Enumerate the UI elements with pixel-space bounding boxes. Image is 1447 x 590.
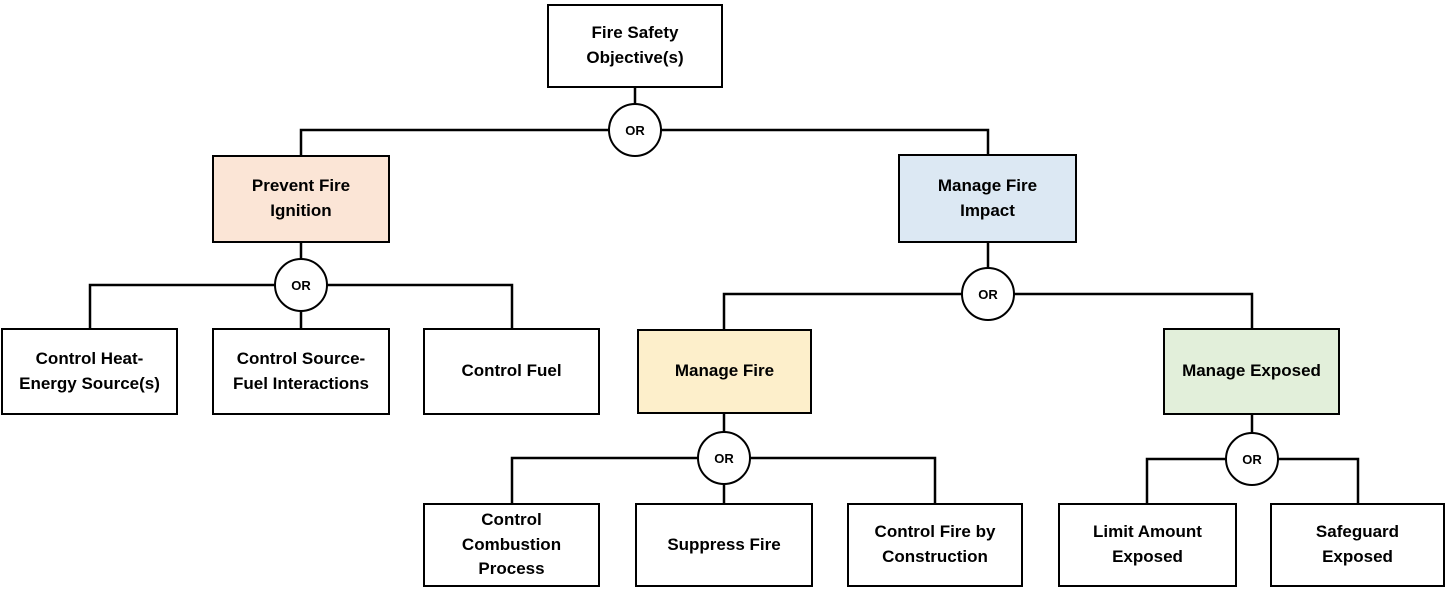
node-label: Control Fire by Construction [874, 522, 996, 566]
node-control-source-fuel-interactions: Control Source- Fuel Interactions [212, 328, 390, 415]
node-control-heat-energy-sources: Control Heat- Energy Source(s) [1, 328, 178, 415]
node-label: Manage Fire [674, 361, 775, 381]
or-gate-root: OR [608, 103, 662, 157]
node-label: Control Combustion Process [461, 510, 562, 579]
node-control-fuel: Control Fuel [423, 328, 600, 415]
node-label: Prevent Fire Ignition [251, 176, 351, 220]
node-limit-amount-exposed: Limit Amount Exposed [1058, 503, 1237, 587]
node-label: Control Heat- Energy Source(s) [19, 348, 160, 393]
node-label: Fire Safety Objective(s) [586, 23, 684, 67]
node-manage-fire-impact: Manage Fire Impact [898, 154, 1077, 243]
node-label: Manage Fire Impact [937, 175, 1038, 220]
node-prevent-fire-ignition: Prevent Fire Ignition [212, 155, 390, 243]
node-fire-safety-objectives: Fire Safety Objective(s) [547, 4, 723, 88]
or-gate-manage-fire-impact: OR [961, 267, 1015, 321]
node-suppress-fire: Suppress Fire [635, 503, 813, 587]
or-gate-manage-fire: OR [697, 431, 751, 485]
node-manage-fire: Manage Fire [637, 329, 812, 414]
node-control-fire-by-construction: Control Fire by Construction [847, 503, 1023, 587]
or-gate-manage-exposed: OR [1225, 432, 1279, 486]
node-label: Manage Exposed [1182, 361, 1321, 381]
node-manage-exposed: Manage Exposed [1163, 328, 1340, 415]
node-label: Safeguard Exposed [1315, 522, 1400, 566]
node-label: Limit Amount Exposed [1093, 522, 1202, 566]
node-safeguard-exposed: Safeguard Exposed [1270, 503, 1445, 587]
node-control-combustion-process: Control Combustion Process [423, 503, 600, 587]
or-gate-prevent-fire-ignition: OR [274, 258, 328, 312]
node-label: Control Fuel [461, 361, 562, 381]
node-label: Suppress Fire [667, 534, 781, 554]
node-label: Control Source- Fuel Interactions [232, 348, 370, 393]
